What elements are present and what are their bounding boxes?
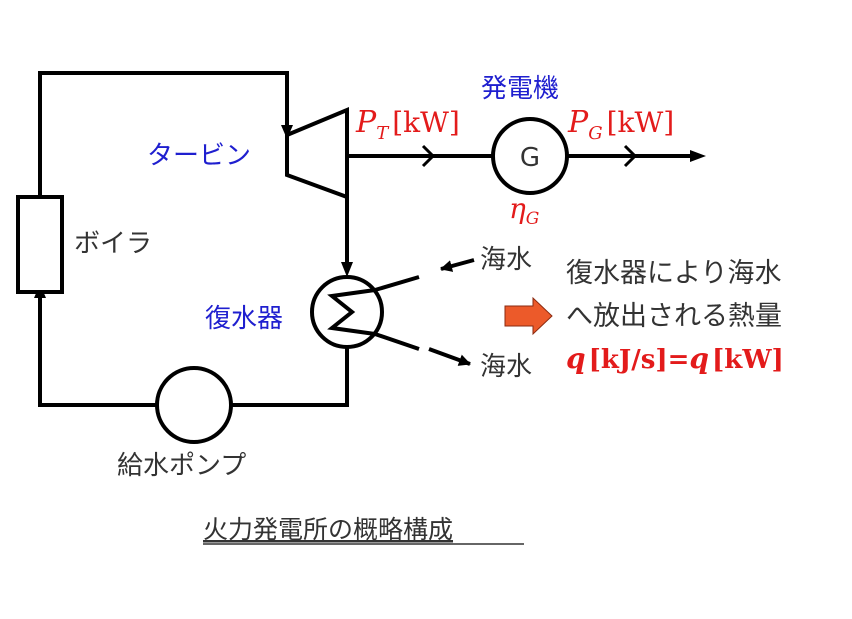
seawater-out-pipe bbox=[374, 332, 420, 351]
boiler-box bbox=[16, 195, 64, 294]
condenser-coil bbox=[327, 288, 376, 336]
pipe-condenser-to-pump bbox=[230, 345, 349, 407]
seawater-in-arrow-line bbox=[440, 258, 475, 272]
turbine-output-label: PT[kW] bbox=[355, 105, 460, 144]
arrowhead-output-end bbox=[690, 150, 706, 162]
q-unit-2: [kW] bbox=[712, 345, 784, 375]
note-line-1: 復水器により海水 bbox=[566, 258, 781, 289]
chevron-pg bbox=[623, 144, 638, 168]
pipe-pump-to-boiler bbox=[38, 292, 157, 407]
seawater-pipes bbox=[374, 258, 475, 366]
pg-variable: P bbox=[567, 105, 589, 140]
pg-unit: [kW] bbox=[607, 106, 675, 139]
chevron-pt bbox=[421, 144, 436, 168]
pt-subscript: T bbox=[376, 123, 390, 144]
q-unit-1: [kJ/s]= bbox=[589, 345, 690, 375]
pt-unit: [kW] bbox=[392, 106, 460, 139]
diagram-caption: 火力発電所の概略構成 bbox=[203, 515, 453, 544]
pg-subscript: G bbox=[588, 123, 602, 144]
q-variable-2: q bbox=[689, 342, 709, 375]
seawater-out-arrow-line bbox=[428, 347, 471, 366]
turbine-label: タービン bbox=[147, 141, 251, 171]
condenser-label: 復水器 bbox=[205, 304, 283, 334]
generator-efficiency-label: ηG bbox=[509, 192, 539, 229]
boiler-label: ボイラ bbox=[74, 229, 152, 259]
arrowhead-into-condenser bbox=[341, 262, 353, 277]
generator-circle bbox=[491, 117, 569, 195]
generator-symbol: G bbox=[520, 143, 540, 173]
eta-subscript: G bbox=[526, 209, 540, 229]
pt-variable: P bbox=[355, 105, 377, 140]
generator-output-label: PG[kW] bbox=[567, 105, 674, 144]
note-line-2: へ放出される熱量 bbox=[566, 301, 782, 332]
turbine-shape bbox=[285, 107, 349, 200]
condenser-circle bbox=[310, 275, 384, 349]
orange-arrow-icon bbox=[504, 296, 553, 336]
generator-title: 発電機 bbox=[481, 74, 559, 104]
eta-variable: η bbox=[509, 192, 526, 225]
pipe-boiler-to-turbine bbox=[38, 71, 289, 197]
seawater-out-label: 海水 bbox=[480, 352, 532, 382]
pump-label: 給水ポンプ bbox=[117, 451, 246, 481]
arrowhead-into-turbine bbox=[281, 125, 293, 139]
note-line-3: q[kJ/s]=q[kW] bbox=[566, 342, 784, 375]
seawater-in-label: 海水 bbox=[480, 245, 532, 275]
seawater-in-pipe bbox=[374, 275, 420, 292]
pump-circle bbox=[155, 366, 233, 444]
power-chevrons bbox=[421, 144, 638, 168]
q-variable-1: q bbox=[566, 342, 586, 375]
